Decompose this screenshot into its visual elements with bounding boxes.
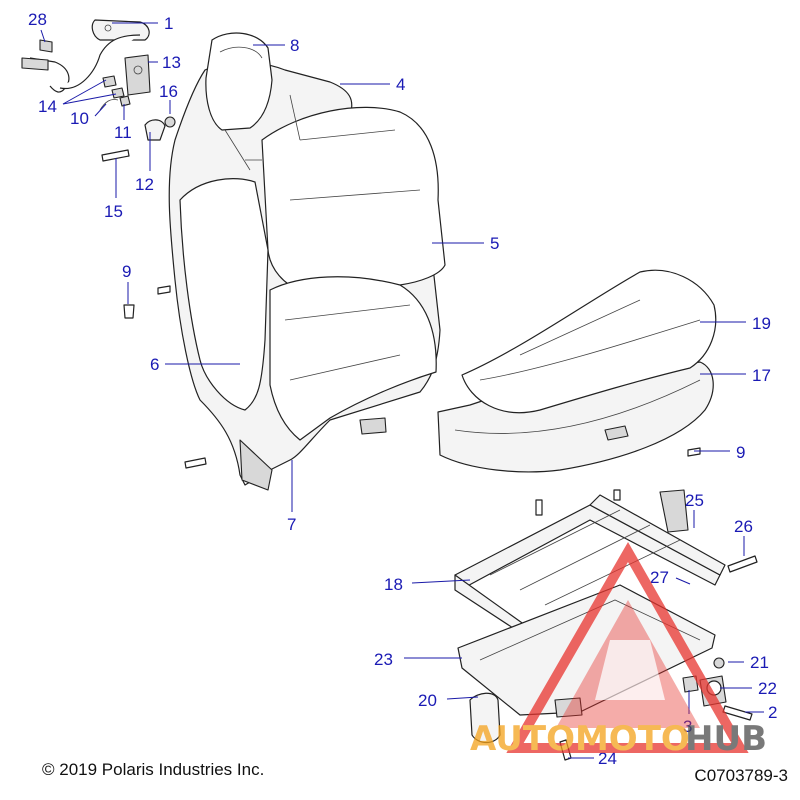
- diagram-id: C0703789-3: [694, 766, 788, 785]
- callout-18: 18: [384, 575, 403, 594]
- callout-22: 22: [758, 679, 777, 698]
- callout-13: 13: [162, 53, 181, 72]
- copyright-notice: © 2019 Polaris Industries Inc.: [42, 760, 265, 779]
- callout-9-bottom: 9: [736, 443, 745, 462]
- seat-back-fasteners: [123, 285, 207, 469]
- callout-5: 5: [490, 234, 499, 253]
- callout-15: 15: [104, 202, 123, 221]
- callout-27: 27: [650, 568, 669, 587]
- watermark-brand-part2: HUB: [685, 719, 767, 759]
- leader-lines: [40, 22, 764, 759]
- callout-25: 25: [685, 491, 704, 510]
- callout-2: 2: [768, 703, 777, 722]
- callout-6: 6: [150, 355, 159, 374]
- callout-9-back: 9: [122, 262, 131, 281]
- headrest-mount-hardware: [21, 19, 176, 162]
- callout-7: 7: [287, 515, 296, 534]
- callout-8: 8: [290, 36, 299, 55]
- seat-back-frame: [168, 32, 446, 491]
- callout-1: 1: [164, 14, 173, 33]
- callout-4: 4: [396, 75, 405, 94]
- callout-26: 26: [734, 517, 753, 536]
- automotohub-watermark: AUTOMOTO HUB: [470, 541, 767, 759]
- callout-labels: 1 8 4 5 6 7 13 14 10 11 12 15 16 28 9 19…: [28, 10, 777, 768]
- callout-11: 11: [114, 123, 132, 142]
- callout-16: 16: [159, 82, 178, 101]
- callout-14: 14: [38, 97, 57, 116]
- callout-20: 20: [418, 691, 437, 710]
- callout-12: 12: [135, 175, 154, 194]
- callout-28: 28: [28, 10, 47, 29]
- callout-10: 10: [70, 109, 89, 128]
- watermark-brand-part1: AUTOMOTO: [470, 719, 690, 759]
- seat-slider-frame: [454, 447, 758, 761]
- seat-bottom-assembly: [437, 269, 717, 473]
- callout-24: 24: [598, 749, 617, 768]
- callout-19: 19: [752, 314, 771, 333]
- callout-23: 23: [374, 650, 393, 669]
- callout-17: 17: [752, 366, 771, 385]
- callout-21: 21: [750, 653, 769, 672]
- callout-3: 3: [683, 717, 692, 736]
